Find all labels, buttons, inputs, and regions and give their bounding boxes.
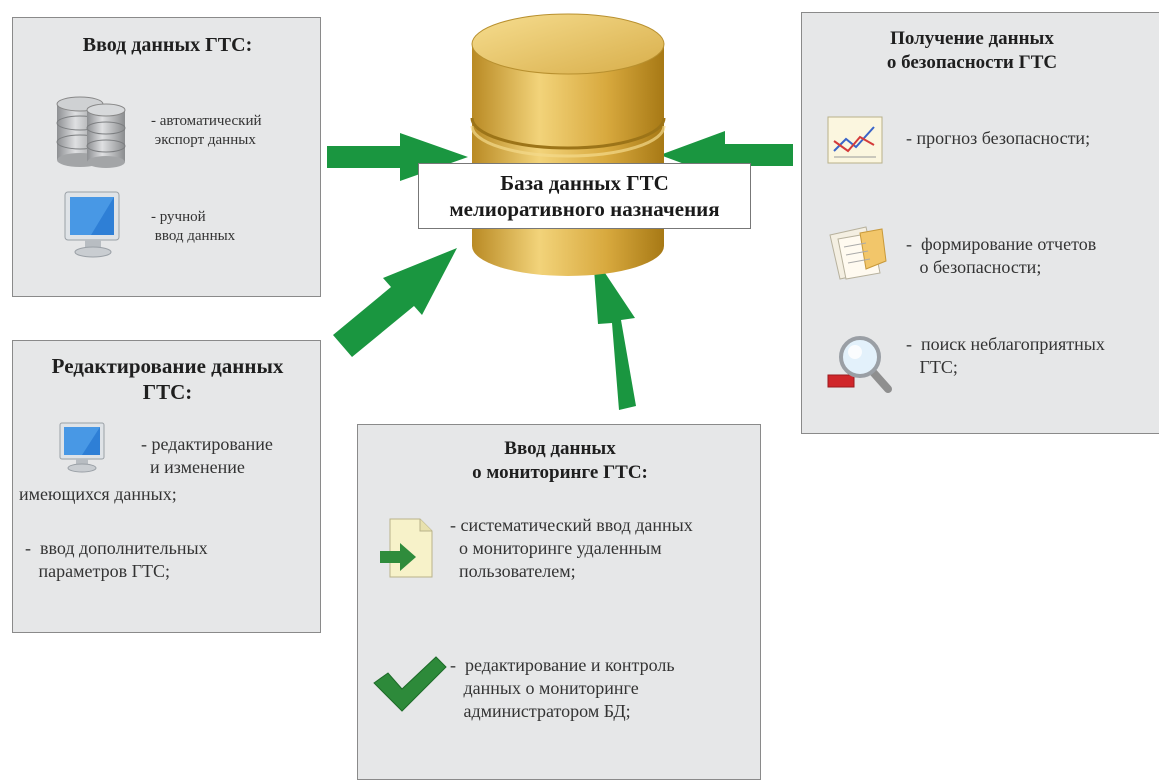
arrow-monitoring-to-db bbox=[593, 255, 636, 410]
panel-title-line1: Получение данных bbox=[890, 28, 1054, 49]
monitor-icon bbox=[57, 421, 109, 473]
item-unfavorable-search: - поиск неблагоприятных ГТС; bbox=[906, 334, 1105, 378]
item-edit-existing-cont: имеющихся данных; bbox=[19, 484, 177, 504]
panel-title-line2: о мониторинге ГТС: bbox=[472, 461, 648, 483]
panel-title-line2: о безопасности ГТС bbox=[886, 51, 1058, 73]
panel-title-line1: Ввод данных bbox=[504, 438, 616, 459]
panel-title: Редактирование данных ГТС: bbox=[13, 353, 322, 406]
item-safety-forecast: - прогноз безопасности; bbox=[906, 128, 1091, 148]
document-import-icon bbox=[376, 515, 438, 581]
panel-data-edit: Редактирование данных ГТС: - редактирова… bbox=[12, 340, 321, 633]
checkmark-icon bbox=[370, 653, 448, 715]
panel-safety-output: Получение данных о безопасности ГТС - пр… bbox=[801, 12, 1159, 434]
panel-title: Ввод данных о мониторинге ГТС: bbox=[358, 437, 762, 485]
database-label: База данных ГТС мелиоративного назначени… bbox=[418, 163, 751, 229]
panel-title: Ввод данных ГТС: bbox=[82, 34, 253, 56]
database-icon bbox=[53, 96, 133, 170]
chart-document-icon bbox=[824, 111, 890, 169]
panel-title-line2: ГТС: bbox=[142, 380, 193, 405]
report-pages-icon bbox=[820, 221, 890, 285]
panel-title: Получение данных о безопасности ГТС bbox=[802, 27, 1142, 75]
database-cylinder bbox=[470, 13, 666, 276]
database-label-line2: мелиоративного назначения bbox=[449, 197, 720, 222]
arrow-edit-to-db bbox=[333, 248, 457, 357]
panel-data-input: Ввод данных ГТС: - автоматический экспор… bbox=[12, 17, 321, 297]
item-manual-input: - ручной ввод данных bbox=[151, 209, 236, 245]
monitor-icon bbox=[61, 190, 125, 260]
item-remote-monitoring: - систематический ввод данных о монитори… bbox=[450, 515, 693, 582]
item-admin-control: - редактирование и контроль данных о мон… bbox=[450, 655, 675, 722]
panel-title-line1: Редактирование данных bbox=[51, 354, 284, 378]
database-label-line1: База данных ГТС bbox=[500, 171, 669, 195]
magnifier-icon bbox=[824, 331, 896, 397]
item-auto-export: - автоматический экспорт данных bbox=[151, 113, 262, 149]
item-edit-existing: - редактирование и изменение bbox=[141, 434, 273, 478]
panel-monitoring-input: Ввод данных о мониторинге ГТС: - система… bbox=[357, 424, 761, 780]
item-extra-params: - ввод дополнительных параметров ГТС; bbox=[25, 538, 208, 582]
item-safety-reports: - формирование отчетов о безопасности; bbox=[906, 234, 1097, 278]
